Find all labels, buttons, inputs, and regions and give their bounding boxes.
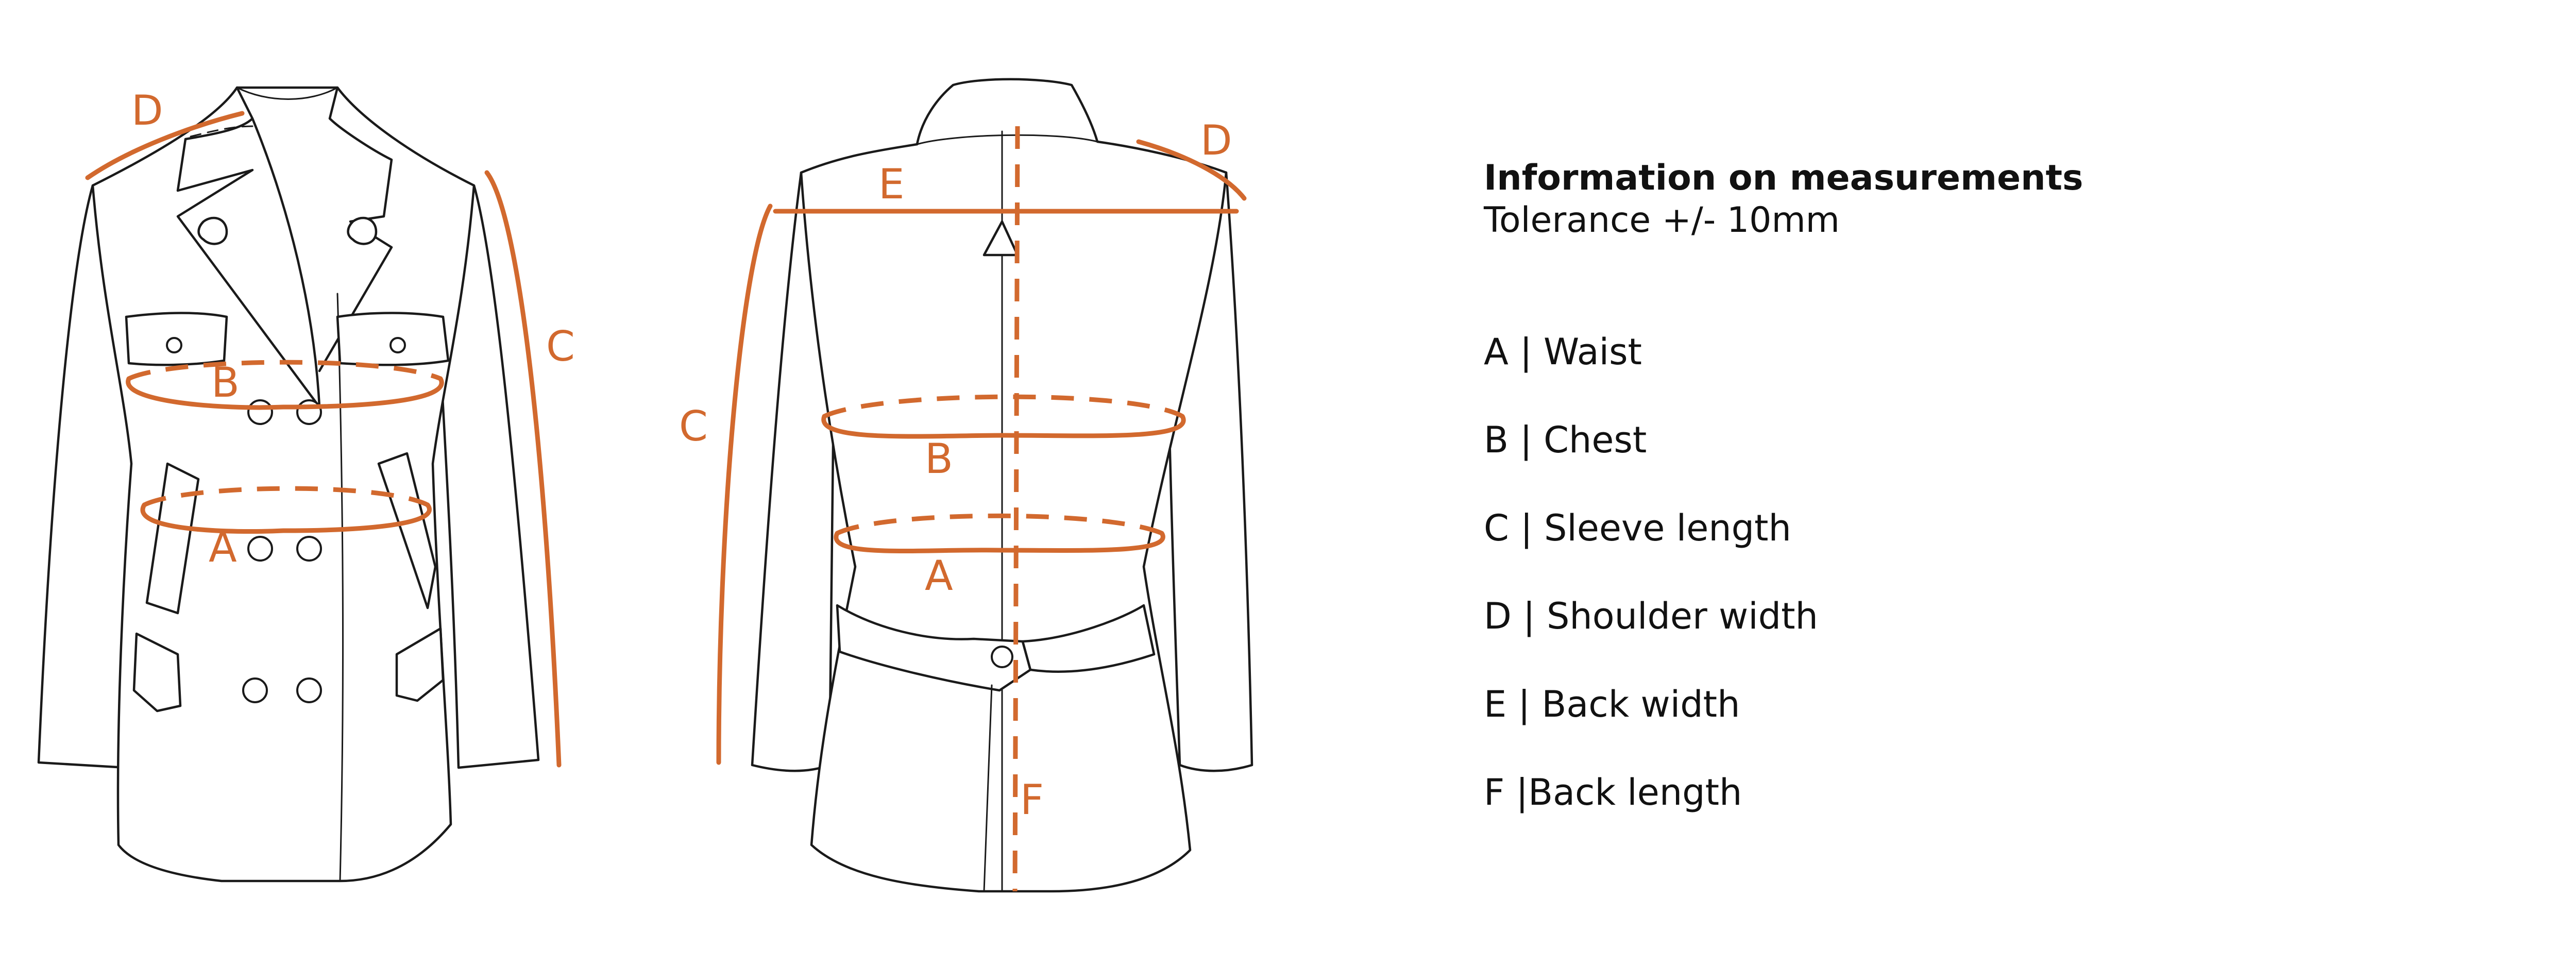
- front-measure-d-line: [85, 111, 245, 180]
- item-label: Chest: [1544, 419, 1647, 462]
- front-left-lapel: [176, 86, 321, 409]
- back-belt-button: [991, 646, 1013, 668]
- back-measure-a-front: [834, 531, 1165, 553]
- front-right-lower-pocket: [395, 627, 445, 702]
- front-measure-c-line: [484, 170, 562, 768]
- front-lapel-hole-left: [197, 216, 228, 245]
- item-key: E: [1484, 683, 1507, 726]
- back-measure-f-line: [1012, 126, 1020, 892]
- front-label-d: D: [131, 87, 163, 134]
- measurement-item-e: E | Back width: [1484, 686, 2083, 774]
- back-measurements: E D C B A F: [679, 116, 1247, 892]
- item-label: Back width: [1541, 683, 1740, 726]
- back-label-f: F: [1020, 776, 1044, 824]
- back-label-c: C: [679, 402, 708, 450]
- back-label-b: B: [925, 435, 953, 483]
- info-subtitle: Tolerance +/- 10mm: [1484, 199, 1840, 241]
- measurement-info-panel: Information on measurements Tolerance +/…: [1484, 157, 2083, 862]
- item-separator: |: [1509, 507, 1544, 550]
- front-measurements: D C B A: [85, 87, 575, 768]
- back-left-sleeve: [751, 171, 836, 772]
- item-separator: |: [1511, 595, 1547, 638]
- front-label-a: A: [209, 523, 237, 571]
- coat-front-view: [37, 86, 540, 883]
- back-belt-right: [1021, 604, 1156, 673]
- back-measure-c-line: [716, 204, 773, 765]
- back-label-d: D: [1200, 116, 1232, 164]
- item-separator: |: [1508, 331, 1544, 374]
- front-measure-b-front: [126, 376, 444, 410]
- front-label-b: B: [211, 359, 240, 406]
- measurement-item-d: D | Shoulder width: [1484, 598, 2083, 686]
- measurement-item-c: C | Sleeve length: [1484, 510, 2083, 598]
- item-key: D: [1484, 595, 1512, 638]
- front-measure-b-back: [127, 360, 442, 381]
- back-vent: [983, 684, 993, 892]
- item-separator: |: [1504, 771, 1529, 814]
- front-pocket-button-left: [166, 337, 182, 353]
- back-label-a: A: [925, 552, 953, 600]
- front-measure-a-front: [140, 502, 432, 534]
- measurement-item-a: A | Waist: [1484, 334, 2083, 422]
- front-right-belt-tab: [377, 452, 437, 609]
- item-label: Back length: [1528, 771, 1742, 814]
- item-label: Waist: [1543, 331, 1642, 374]
- item-key: A: [1484, 331, 1509, 374]
- item-label: Shoulder width: [1547, 595, 1818, 638]
- front-shoulder-dash: [190, 125, 253, 138]
- front-lapel-hole-right: [347, 216, 378, 245]
- measurement-item-f: F |Back length: [1484, 774, 2083, 862]
- back-collar: [916, 134, 1098, 145]
- item-separator: |: [1506, 683, 1542, 726]
- item-label: Sleeve length: [1544, 507, 1791, 550]
- back-hanger-loop: [982, 220, 1019, 257]
- front-left-belt-tab: [145, 462, 200, 615]
- back-label-e: E: [878, 160, 905, 208]
- front-collar: [236, 87, 338, 100]
- back-body: [800, 78, 1228, 893]
- front-label-c: C: [546, 323, 575, 370]
- item-separator: |: [1509, 419, 1544, 462]
- front-body: [91, 86, 476, 883]
- back-measure-a-back: [836, 513, 1163, 536]
- front-right-sleeve: [434, 184, 540, 769]
- coat-back-view: [751, 78, 1253, 893]
- item-key: F: [1484, 771, 1505, 814]
- measurement-item-b: B | Chest: [1484, 422, 2083, 510]
- back-measure-d-line: [1136, 139, 1247, 201]
- info-title: Information on measurements: [1484, 158, 2083, 198]
- front-pocket-button-right: [389, 337, 406, 353]
- front-left-lower-pocket: [132, 632, 182, 713]
- item-key: C: [1484, 507, 1509, 550]
- item-key: B: [1484, 419, 1509, 462]
- front-placket: [336, 293, 344, 882]
- back-measure-b-front: [821, 414, 1186, 439]
